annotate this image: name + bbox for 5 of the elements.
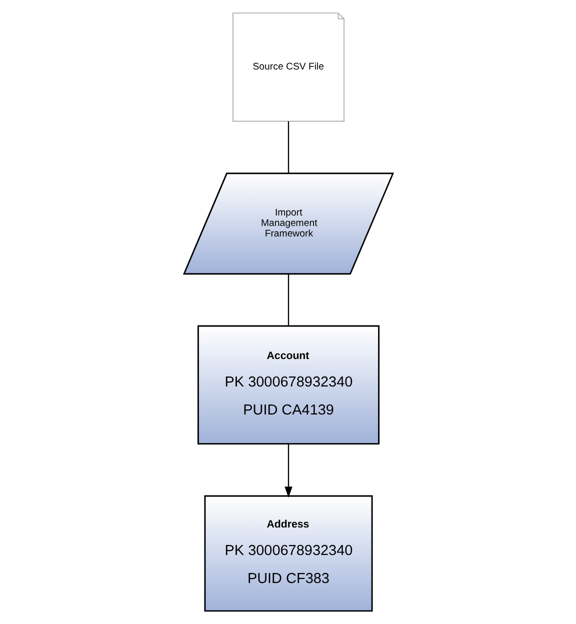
node-box: Address PK 3000678932340 PUID CF383 xyxy=(204,495,372,612)
connector xyxy=(287,274,289,326)
connector xyxy=(287,121,289,174)
node-box: Account PK 3000678932340 PUID CA4139 xyxy=(196,325,380,445)
arrow xyxy=(284,444,292,498)
